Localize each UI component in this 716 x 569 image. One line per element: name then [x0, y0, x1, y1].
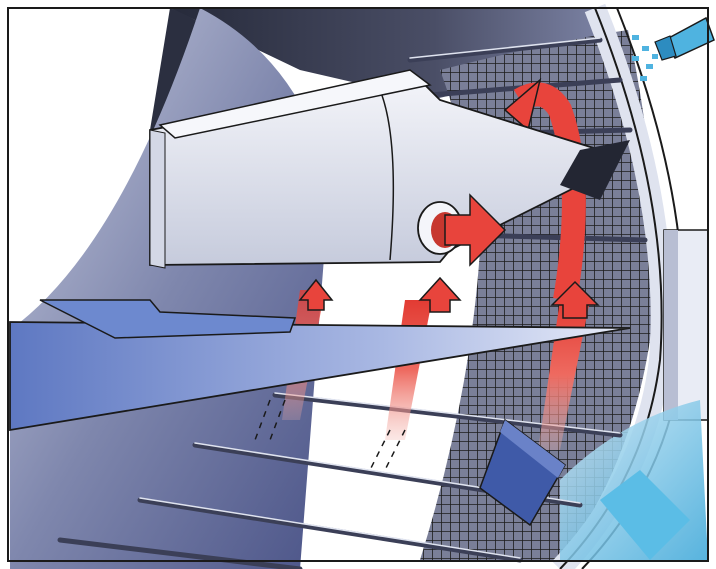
side-frame-shade	[664, 230, 678, 420]
hood-front-edge	[150, 130, 165, 268]
